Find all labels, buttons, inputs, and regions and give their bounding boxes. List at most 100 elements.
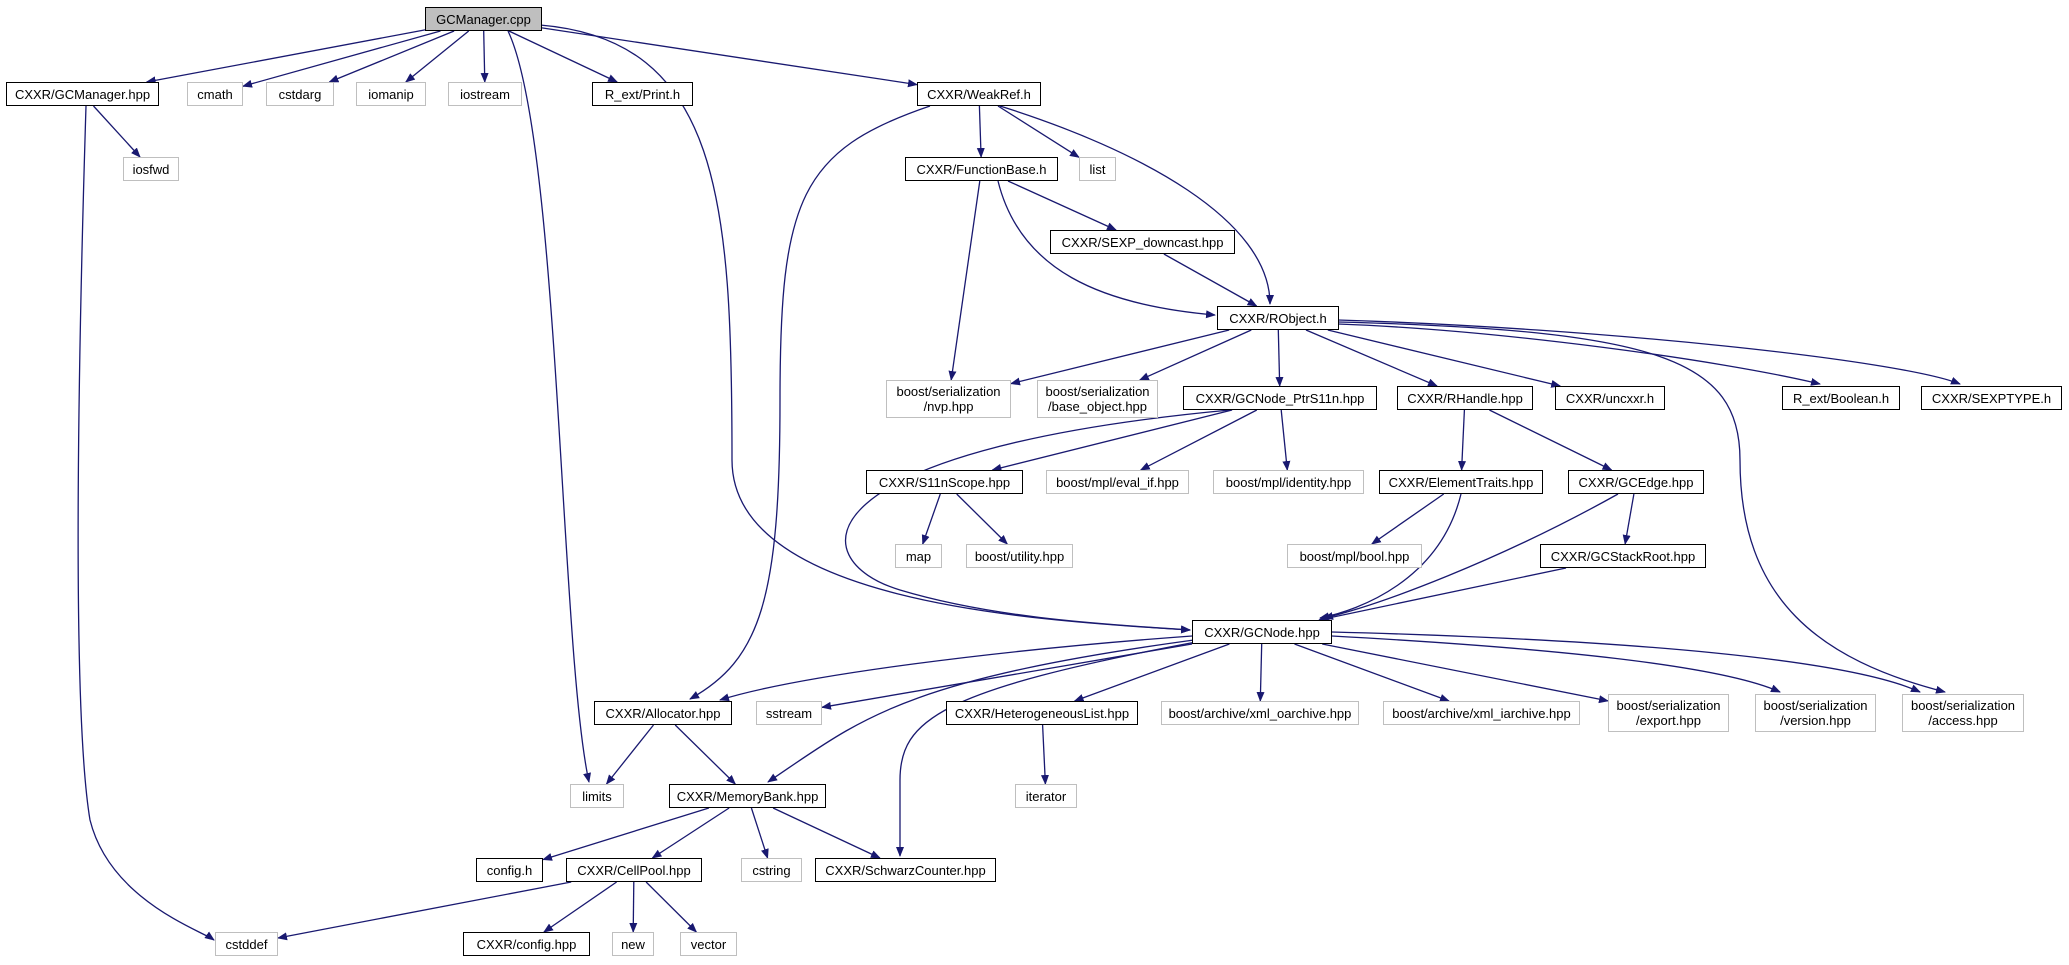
edge-cxxr_gcmanager_hpp-to-iosfwd	[93, 105, 141, 158]
edge-cxxr_sexp_downcast_hpp-to-cxxr_robject_h	[1163, 253, 1258, 307]
edge-cxxr_gcmanager_hpp-to-cstddef	[77, 105, 215, 941]
node-r_ext_print_h[interactable]: R_ext/Print.h	[592, 82, 693, 106]
node-label: cstring	[752, 862, 791, 878]
edge-cxxr_memorybank_hpp-to-config_h	[542, 807, 710, 861]
node-cxxr_gcnode_hpp[interactable]: CXXR/GCNode.hpp	[1192, 620, 1332, 644]
node-label: CXXR/GCManager.hpp	[14, 86, 151, 102]
node-cxxr_gcmanager_hpp[interactable]: CXXR/GCManager.hpp	[6, 82, 159, 106]
node-cxxr_gcstackroot_hpp[interactable]: CXXR/GCStackRoot.hpp	[1540, 544, 1706, 568]
edge-cxxr_cellpool_hpp-to-cstddef	[277, 881, 572, 941]
node-config_h[interactable]: config.h	[476, 858, 543, 882]
edge-cxxr_robject_h-to-boost_serialization_base_object_hpp	[1138, 329, 1252, 381]
node-cxxr_weakref_h[interactable]: CXXR/WeakRef.h	[917, 82, 1041, 106]
edge-cxxr_robject_h-to-boost_serialization_nvp_hpp	[1010, 329, 1230, 386]
node-sstream: sstream	[756, 701, 822, 725]
node-label: /nvp.hpp	[923, 399, 974, 414]
node-cxxr_rhandle_hpp[interactable]: CXXR/RHandle.hpp	[1397, 386, 1533, 410]
edge-cxxr_memorybank_hpp-to-cstring	[750, 807, 769, 859]
edge-cxxr_gcnode_hpp-to-cxxr_allocator_hpp	[719, 635, 1193, 702]
node-boost_mpl_identity_hpp: boost/mpl/identity.hpp	[1213, 470, 1364, 494]
edge-cxxr_gcnode_hpp-to-cxxr_memorybank_hpp	[767, 639, 1195, 783]
node-gcmanager_cpp[interactable]: GCManager.cpp	[425, 7, 542, 31]
node-label: CXXR/Allocator.hpp	[605, 705, 721, 721]
node-boost_archive_xml_oarchive_hpp: boost/archive/xml_oarchive.hpp	[1161, 701, 1359, 725]
node-label: boost/serialization	[1616, 698, 1721, 713]
node-cxxr_cellpool_hpp[interactable]: CXXR/CellPool.hpp	[566, 858, 702, 882]
node-cxxr_allocator_hpp[interactable]: CXXR/Allocator.hpp	[594, 701, 732, 725]
node-label: boost/serialization	[1910, 698, 2016, 713]
node-list: list	[1079, 157, 1116, 181]
edge-cxxr_s11nscope_hpp-to-map	[921, 493, 941, 545]
node-cstdarg: cstdarg	[266, 82, 334, 106]
edge-cxxr_s11nscope_hpp-to-boost_utility_hpp	[956, 493, 1009, 545]
node-r_ext_boolean_h[interactable]: R_ext/Boolean.h	[1782, 386, 1900, 410]
node-cxxr_s11nscope_hpp[interactable]: CXXR/S11nScope.hpp	[866, 470, 1023, 494]
node-cxxr_robject_h[interactable]: CXXR/RObject.h	[1217, 306, 1339, 330]
node-boost_utility_hpp: boost/utility.hpp	[966, 544, 1073, 568]
node-boost_serialization_base_object_hpp: boost/serialization/base_object.hpp	[1037, 380, 1158, 418]
edge-cxxr_rhandle_hpp-to-cxxr_gcedge_hpp	[1489, 409, 1613, 471]
node-label: CXXR/GCEdge.hpp	[1578, 474, 1694, 490]
node-label: /version.hpp	[1780, 713, 1851, 728]
node-iosfwd: iosfwd	[123, 157, 179, 181]
node-cxxr_schwarzcounter_hpp[interactable]: CXXR/SchwarzCounter.hpp	[815, 858, 996, 882]
node-label: CXXR/SEXP_downcast.hpp	[1061, 234, 1224, 250]
node-label: CXXR/S11nScope.hpp	[878, 474, 1011, 490]
node-cxxr_sexptype_h[interactable]: CXXR/SEXPTYPE.h	[1921, 386, 2062, 410]
node-label: CXXR/RObject.h	[1229, 310, 1327, 326]
edge-gcmanager_cpp-to-cxxr_weakref_h	[541, 27, 918, 88]
node-label: CXXR/SchwarzCounter.hpp	[825, 862, 986, 878]
node-boost_archive_xml_iarchive_hpp: boost/archive/xml_iarchive.hpp	[1383, 701, 1580, 725]
edge-cxxr_elementtraits_hpp-to-cxxr_gcnode_hpp	[1319, 493, 1462, 621]
edge-cxxr_gcedge_hpp-to-cxxr_gcnode_hpp	[1323, 493, 1619, 620]
node-label: R_ext/Boolean.h	[1792, 390, 1890, 406]
node-cxxr_uncxxr_h[interactable]: CXXR/uncxxr.h	[1555, 386, 1665, 410]
node-iomanip: iomanip	[356, 82, 426, 106]
node-label: CXXR/config.hpp	[476, 936, 577, 952]
edge-cxxr_cellpool_hpp-to-cxxr_config_hpp	[543, 881, 617, 933]
edge-cxxr_robject_h-to-r_ext_boolean_h	[1337, 323, 1821, 386]
node-vector: vector	[680, 932, 737, 956]
node-cxxr_memorybank_hpp[interactable]: CXXR/MemoryBank.hpp	[669, 784, 826, 808]
edge-cxxr_gcnode_hpp-to-boost_serialization_version_hpp	[1331, 635, 1781, 693]
node-label: CXXR/FunctionBase.h	[916, 161, 1047, 177]
node-label: limits	[582, 788, 612, 804]
edge-cxxr_heterogeneouslist_hpp-to-iterator	[1040, 724, 1049, 785]
node-cmath: cmath	[187, 82, 243, 106]
edge-cxxr_gcnode_ptrs11n_hpp-to-boost_mpl_identity_hpp	[1280, 409, 1291, 471]
node-label: CXXR/MemoryBank.hpp	[676, 788, 819, 804]
node-label: CXXR/GCStackRoot.hpp	[1550, 548, 1696, 564]
edge-cxxr_gcnode_hpp-to-boost_serialization_access_hpp	[1331, 631, 1921, 693]
edge-cxxr_functionbase_h-to-cxxr_sexp_downcast_hpp	[1007, 180, 1117, 231]
node-label: map	[905, 548, 932, 564]
edge-gcmanager_cpp-to-iostream	[480, 30, 489, 83]
node-boost_serialization_nvp_hpp: boost/serialization/nvp.hpp	[886, 380, 1011, 418]
node-cxxr_gcnode_ptrs11n_hpp[interactable]: CXXR/GCNode_PtrS11n.hpp	[1183, 386, 1377, 410]
node-boost_serialization_access_hpp: boost/serialization/access.hpp	[1902, 694, 2024, 732]
node-label: iomanip	[368, 86, 414, 102]
edge-cxxr_weakref_h-to-cxxr_functionbase_h	[976, 105, 985, 158]
node-cxxr_functionbase_h[interactable]: CXXR/FunctionBase.h	[905, 157, 1058, 181]
edge-cxxr_weakref_h-to-cxxr_robject_h	[999, 105, 1274, 305]
edge-cxxr_functionbase_h-to-cxxr_robject_h	[997, 180, 1216, 319]
node-cxxr_config_hpp[interactable]: CXXR/config.hpp	[463, 932, 590, 956]
node-label: CXXR/HeterogeneousList.hpp	[954, 705, 1130, 721]
node-label: sstream	[765, 705, 813, 721]
edge-cxxr_cellpool_hpp-to-new	[629, 881, 638, 933]
node-label: /base_object.hpp	[1047, 399, 1148, 414]
node-boost_serialization_version_hpp: boost/serialization/version.hpp	[1755, 694, 1876, 732]
node-label: boost/mpl/eval_if.hpp	[1056, 474, 1179, 490]
node-label: CXXR/GCNode_PtrS11n.hpp	[1195, 390, 1365, 406]
node-label: boost/archive/xml_iarchive.hpp	[1392, 705, 1571, 721]
edge-cxxr_gcnode_hpp-to-boost_archive_xml_iarchive_hpp	[1294, 643, 1450, 702]
node-cxxr_elementtraits_hpp[interactable]: CXXR/ElementTraits.hpp	[1379, 470, 1543, 494]
node-label: CXXR/GCNode.hpp	[1204, 624, 1320, 640]
edge-cxxr_robject_h-to-cxxr_uncxxr_h	[1327, 329, 1562, 388]
edge-cxxr_gcnode_hpp-to-boost_archive_xml_oarchive_hpp	[1256, 643, 1265, 702]
node-label: CXXR/CellPool.hpp	[577, 862, 691, 878]
node-cxxr_heterogeneouslist_hpp[interactable]: CXXR/HeterogeneousList.hpp	[946, 701, 1138, 725]
node-cxxr_sexp_downcast_hpp[interactable]: CXXR/SEXP_downcast.hpp	[1050, 230, 1235, 254]
edge-gcmanager_cpp-to-limits	[507, 30, 591, 783]
node-cxxr_gcedge_hpp[interactable]: CXXR/GCEdge.hpp	[1568, 470, 1704, 494]
